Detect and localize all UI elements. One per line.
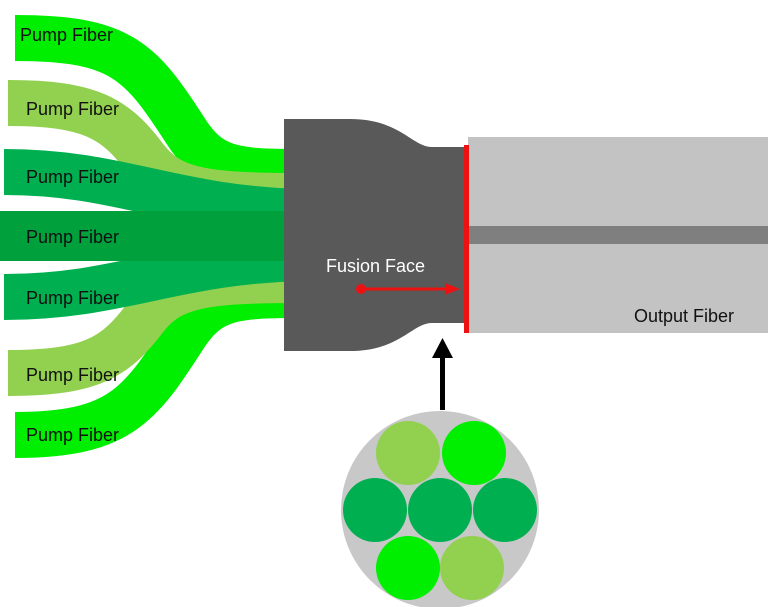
- pump-fibers: [0, 15, 301, 458]
- pump-fiber-label-4: Pump Fiber: [26, 227, 119, 247]
- cross-section-core-7: [440, 536, 504, 600]
- output-fiber-core: [468, 226, 768, 244]
- cross-section-core-4: [408, 478, 472, 542]
- output-fiber-label: Output Fiber: [634, 306, 734, 326]
- cross-section-core-6: [376, 536, 440, 600]
- pump-fiber-3: [3, 149, 301, 235]
- pump-fiber-1: [14, 15, 301, 195]
- pump-fiber-label-3: Pump Fiber: [26, 167, 119, 187]
- pump-fiber-labels: Pump Fiber Pump Fiber Pump Fiber Pump Fi…: [20, 25, 119, 445]
- cross-section-core-2: [442, 421, 506, 485]
- fusion-face-label: Fusion Face: [326, 256, 425, 276]
- taper-body: [284, 119, 466, 351]
- pump-fiber-label-7: Pump Fiber: [26, 425, 119, 445]
- cross-section-arrow: [432, 338, 453, 410]
- fusion-face-arrow: [356, 283, 460, 295]
- pump-fiber-label-2: Pump Fiber: [26, 99, 119, 119]
- fusion-face-line: [464, 145, 469, 333]
- cross-section-core-1: [376, 421, 440, 485]
- cross-section-core-5: [473, 478, 537, 542]
- cross-section-core-3: [343, 478, 407, 542]
- bundle-cross-section: [341, 411, 539, 607]
- pump-fiber-5: [3, 235, 301, 320]
- pump-fiber-label-6: Pump Fiber: [26, 365, 119, 385]
- pump-fiber-label-5: Pump Fiber: [26, 288, 119, 308]
- pump-fiber-label-1: Pump Fiber: [20, 25, 113, 45]
